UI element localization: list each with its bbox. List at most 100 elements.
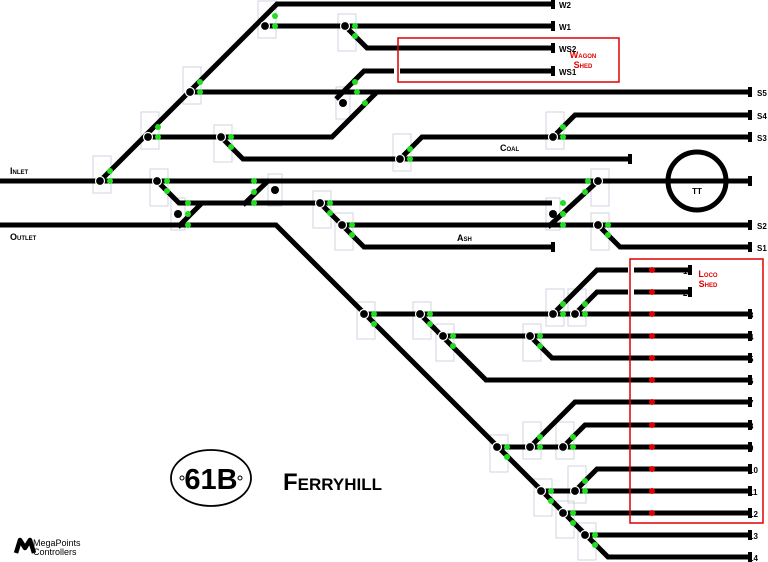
turntable-label: TT	[692, 187, 702, 196]
turnout-hotspot[interactable]	[545, 111, 565, 150]
turnout-control[interactable]	[339, 20, 359, 40]
track-road-6	[418, 312, 750, 383]
route-indicator-diverge	[349, 232, 355, 238]
turnout-control[interactable]	[524, 434, 544, 453]
shed-signal-icon[interactable]	[649, 311, 655, 317]
turnout-hotspot[interactable]	[545, 288, 565, 327]
turnout-control[interactable]	[547, 124, 567, 143]
turnout-control[interactable]	[547, 301, 567, 320]
turnout-pivot-icon	[339, 20, 351, 32]
siding-label-s3: S3	[757, 134, 767, 143]
buffer-stop	[551, 66, 555, 76]
route-indicator-diverge	[107, 168, 113, 174]
route-indicator	[585, 178, 591, 184]
buffer-stop	[688, 287, 692, 297]
turnout-pivot-icon[interactable]	[549, 210, 557, 218]
turnout-control[interactable]	[94, 168, 114, 187]
turnout-hotspot[interactable]	[567, 465, 587, 504]
siding-label-ws1: WS1	[559, 68, 577, 77]
route-indicator-straight	[228, 134, 234, 140]
route-indicator-straight	[582, 488, 588, 494]
route-indicator	[185, 222, 191, 228]
shed-signal-icon[interactable]	[649, 466, 655, 472]
buffer-stop	[748, 552, 752, 562]
loco-road-label: 12	[749, 510, 758, 519]
turnout-control[interactable]	[394, 146, 414, 165]
turnout-control[interactable]	[336, 219, 356, 239]
buffer-stop	[748, 220, 752, 230]
loco-road-label: 2	[683, 289, 688, 298]
turnout-control[interactable]	[314, 197, 334, 217]
turnout-hotspot[interactable]	[149, 168, 169, 207]
turnout-pivot-icon[interactable]	[271, 186, 279, 194]
turnout-control[interactable]	[491, 441, 511, 461]
turnout-control[interactable]	[592, 219, 612, 239]
turnout-control[interactable]	[151, 175, 171, 195]
turnout-control[interactable]	[437, 330, 457, 350]
turnout-control[interactable]	[142, 124, 162, 143]
turnout-control[interactable]	[569, 478, 589, 497]
turnout-hotspot[interactable]	[334, 212, 354, 251]
shed-signal-icon[interactable]	[649, 333, 655, 339]
turnout-hotspot[interactable]	[267, 173, 283, 207]
buffer-stop	[551, 242, 555, 252]
track-s4	[551, 112, 750, 139]
turnout-control[interactable]	[569, 301, 589, 320]
loco-road-label: 7	[749, 399, 754, 408]
turnout-hotspot[interactable]	[337, 13, 357, 52]
shed-signal-icon[interactable]	[649, 510, 655, 516]
turnout-hotspot[interactable]	[140, 111, 160, 150]
buffer-stop	[688, 265, 692, 275]
turnout-hotspot[interactable]	[335, 86, 351, 120]
turnout-hotspot[interactable]	[522, 421, 542, 460]
shed-signal-icon[interactable]	[649, 289, 655, 295]
turnout-control[interactable]	[557, 434, 577, 453]
shed-signal-icon[interactable]	[649, 399, 655, 405]
turnout-control[interactable]	[414, 308, 434, 328]
shed-signal-icon[interactable]	[649, 377, 655, 383]
turnout-pivot-icon	[414, 308, 426, 320]
track-outlet	[0, 222, 750, 560]
route-indicator-straight	[197, 89, 203, 95]
turnout-hotspot[interactable]	[312, 190, 332, 229]
turnout-pivot-icon[interactable]	[592, 175, 604, 187]
shed-signal-icon[interactable]	[649, 267, 655, 273]
turnout-control[interactable]	[358, 308, 378, 328]
turnout-control[interactable]	[184, 79, 204, 98]
coal-label: Coal	[500, 143, 519, 153]
shed-signal-icon[interactable]	[649, 444, 655, 450]
turnout-hotspot[interactable]	[182, 66, 202, 105]
route-indicator-diverge	[592, 542, 598, 548]
route-indicator-diverge	[560, 301, 566, 307]
shed-signal-icon[interactable]	[649, 488, 655, 494]
turnout-hotspot[interactable]	[522, 323, 542, 362]
turnout-control[interactable]	[579, 529, 599, 549]
turnout-hotspot[interactable]	[435, 323, 455, 362]
buffer-stop	[748, 420, 752, 430]
turnout-control[interactable]	[535, 485, 555, 505]
turnout-hotspot[interactable]	[392, 133, 412, 172]
turnout-hotspot[interactable]	[213, 124, 233, 163]
route-indicator	[560, 222, 566, 228]
shed-signal-icon[interactable]	[649, 422, 655, 428]
loco-road-label: 13	[749, 532, 758, 541]
turnout-control[interactable]	[215, 131, 235, 151]
turnout-hotspot[interactable]	[555, 421, 575, 460]
turnout-pivot-icon[interactable]	[339, 99, 347, 107]
turnout-pivot-icon[interactable]	[174, 210, 182, 218]
track-coal	[219, 135, 630, 162]
turnout-control[interactable]	[524, 330, 544, 350]
loco-road-label: 5	[749, 355, 754, 364]
turnout-hotspot[interactable]	[412, 301, 432, 340]
route-indicator-straight	[155, 134, 161, 140]
route-indicator-straight	[560, 134, 566, 140]
turnout-control[interactable]	[259, 13, 279, 32]
turnout-control[interactable]	[557, 507, 577, 527]
shed-signal-icon[interactable]	[649, 355, 655, 361]
turnout-pivot-icon	[94, 175, 106, 187]
turnout-hotspot[interactable]	[92, 155, 112, 194]
route-indicator-straight	[427, 311, 433, 317]
track-road-7	[528, 399, 750, 449]
turnout-hotspot[interactable]	[590, 212, 610, 251]
turntable[interactable]	[665, 149, 729, 213]
